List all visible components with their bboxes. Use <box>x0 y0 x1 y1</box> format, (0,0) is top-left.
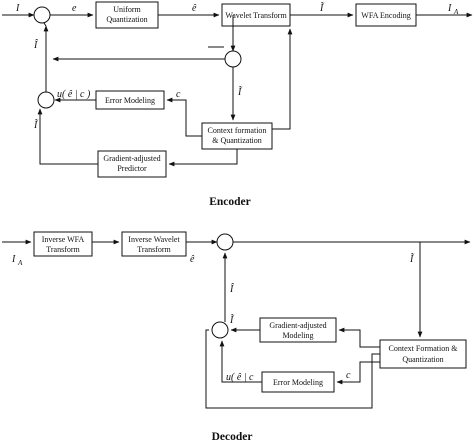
context-to-error-modeling <box>166 97 202 137</box>
decoder-context-label-2: Quantization <box>402 355 443 364</box>
encoder-itilde-left-label: Ĩ <box>33 119 39 131</box>
decoder-output-label: Ĩ <box>409 253 415 265</box>
decoder-c-label: c <box>346 370 351 381</box>
decoder-context-block <box>379 339 467 369</box>
encoder-ihat-label: Î <box>33 39 38 51</box>
encoder-itilde-label: Ĩ <box>319 2 325 14</box>
decoder-gap-block <box>259 317 337 343</box>
inverse-wavelet-block <box>121 231 187 257</box>
inverse-wfa-label-2: Transform <box>46 245 80 254</box>
error-modeling-label: Error Modeling <box>105 96 155 105</box>
inverse-wavelet-label-1: Inverse Wavelet <box>128 235 180 244</box>
decoder-error-modeling-label: Error Modeling <box>273 378 323 387</box>
decoder-feedback-loop <box>205 329 380 409</box>
decoder-caption: Decoder <box>212 431 253 443</box>
inverse-wavelet-label-2: Transform <box>137 245 171 254</box>
decoder-itilde-label: Ĩ <box>229 314 235 326</box>
encoder-reconstruction-junction <box>224 50 242 68</box>
encoder-diagram: Uniform Quantization Wavelet Transform W… <box>2 1 473 208</box>
context-formation-block <box>201 122 273 150</box>
decoder-ehat-label: ê <box>190 254 195 265</box>
encoder-output-sub: A <box>453 8 459 16</box>
decoder-summing-junction <box>216 233 234 251</box>
inverse-wfa-block <box>33 231 93 257</box>
context-to-predictor <box>168 149 238 167</box>
encoder-ehat-label: ê <box>192 3 197 14</box>
encoder-itilde-mid-label: Ĩ <box>237 86 243 98</box>
context-to-gap <box>338 327 380 348</box>
encoder-caption: Encoder <box>209 196 251 208</box>
encoder-summing-junction <box>33 6 51 24</box>
decoder-ihat-label: Î <box>229 283 234 295</box>
uniform-quantization-label-2: Quantization <box>106 15 147 24</box>
gap-label-2: Predictor <box>117 164 147 173</box>
encoder-prediction-junction <box>37 91 55 109</box>
encoder-output-label: I <box>447 3 452 14</box>
context-formation-label-1: Context formation <box>208 126 267 135</box>
inverse-wfa-label-1: Inverse WFA <box>42 235 85 244</box>
context-to-error-modeling <box>336 361 380 385</box>
gap-label-1: Gradient-adjusted <box>103 154 160 163</box>
encoder-e-label: e <box>72 3 77 14</box>
encoder-c-label: c <box>176 89 181 100</box>
encoder-u-label: u( ê | c ) <box>57 89 91 100</box>
arrow-join <box>43 22 47 27</box>
encoder-input-label: I <box>15 3 20 14</box>
wavelet-transform-label: Wavelet Transform <box>225 11 287 20</box>
decoder-input-sub: A <box>17 259 23 267</box>
decoder-context-label-1: Context Formation & <box>389 344 459 353</box>
decoder-gap-label-1: Gradient-adjusted <box>269 321 326 330</box>
uniform-quantization-label-1: Uniform <box>113 5 141 14</box>
wfa-encoding-label: WFA Encoding <box>361 11 410 20</box>
context-to-wavelet <box>272 28 293 130</box>
decoder-input-label: I <box>11 254 16 265</box>
gradient-adjusted-predictor-block <box>97 150 167 178</box>
decoder-diagram: Inverse WFA Transform Inverse Wavelet Tr… <box>2 231 471 443</box>
predictor-to-sum <box>37 108 98 165</box>
error-to-junction <box>219 340 262 383</box>
decoder-u-label: u( ê | c <box>226 372 254 383</box>
decoder-gap-label-2: Modeling <box>282 331 313 340</box>
decoder-prediction-junction <box>211 321 229 339</box>
context-formation-label-2: & Quantization <box>212 136 262 145</box>
